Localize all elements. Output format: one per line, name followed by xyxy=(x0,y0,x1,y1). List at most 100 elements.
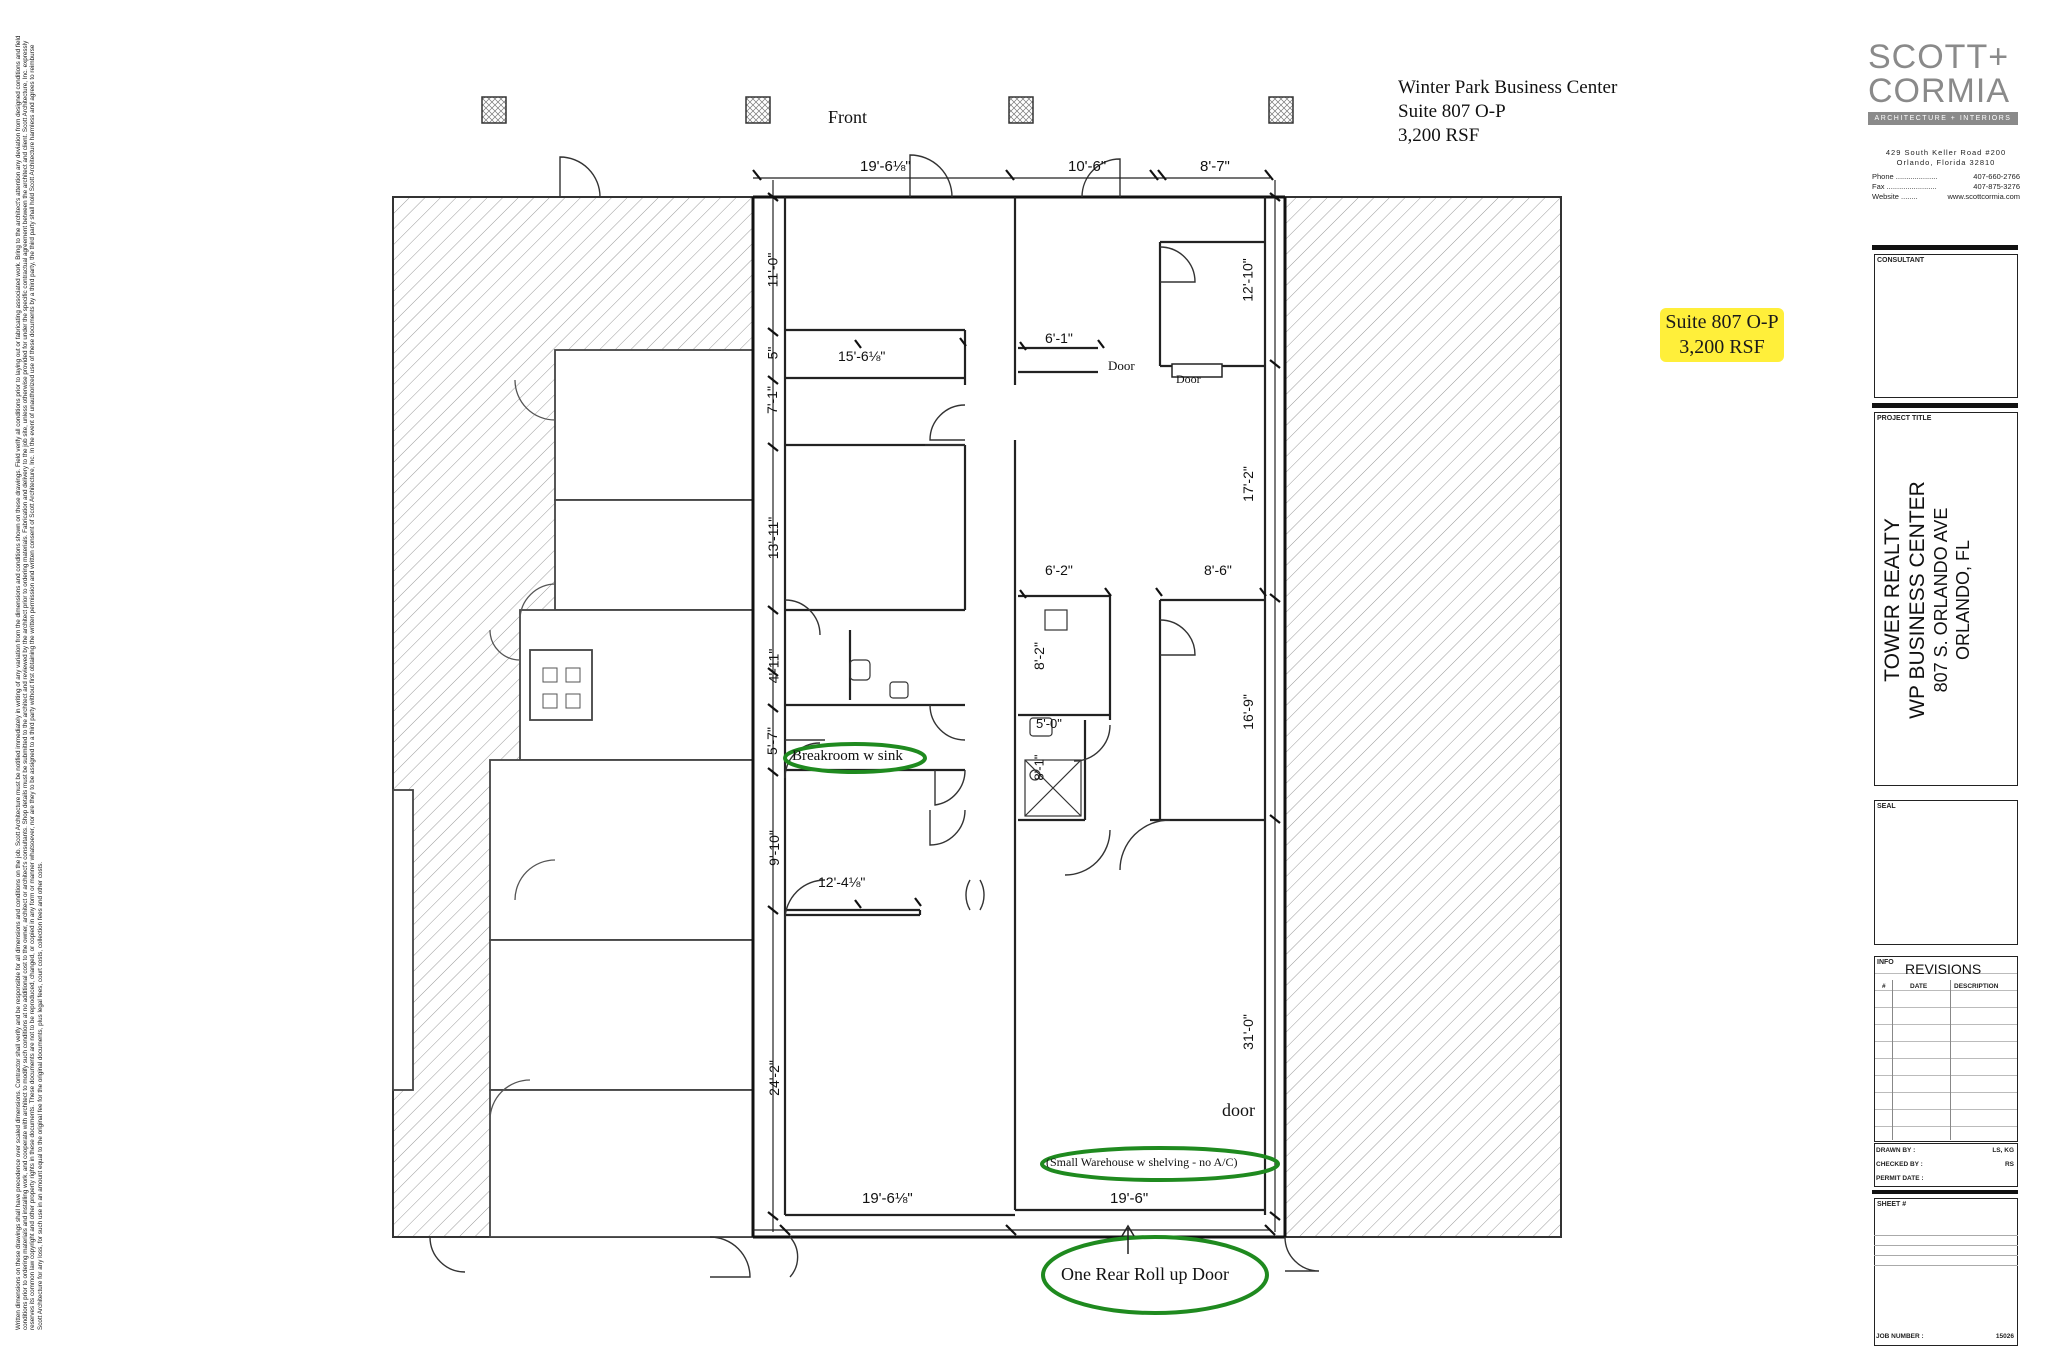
drawn-checked-box xyxy=(1874,1143,2018,1187)
seal-box xyxy=(1874,800,2018,945)
dim-right-4: 31'-0" xyxy=(1239,1014,1256,1050)
seal-label: SEAL xyxy=(1877,803,1896,810)
logo-line-1: SCOTT+ xyxy=(1868,38,2010,76)
dim-room-1: 15'-6⅛" xyxy=(838,348,886,364)
drawn-by-row: DRAWN BY : LS, KG xyxy=(1876,1147,2014,1154)
project-header: Winter Park Business Center Suite 807 O-… xyxy=(1398,76,1617,148)
dim-room-5: 12'-4⅛" xyxy=(818,874,866,890)
rev-col-divider-1 xyxy=(1892,980,1893,1140)
warehouse-oval xyxy=(1040,1146,1280,1182)
titleblock-rule-2 xyxy=(1872,403,2018,408)
project-title-label: PROJECT TITLE xyxy=(1877,415,1932,422)
dim-left-7: 9'-10" xyxy=(765,830,782,866)
job-number-label: JOB NUMBER : xyxy=(1876,1333,1924,1340)
breakroom-oval xyxy=(783,742,927,774)
checked-by-row: CHECKED BY : RS xyxy=(1876,1161,2014,1168)
titleblock-rule-1 xyxy=(1872,245,2018,250)
info-label: INFO xyxy=(1877,959,1894,966)
dim-left-4: 13'-11" xyxy=(765,516,782,560)
dim-room-4: 8'-6" xyxy=(1204,562,1232,578)
adjacent-tenant-right xyxy=(1284,196,1562,1238)
phone-value: 407-660-2766 xyxy=(1973,172,2020,181)
job-number-value: 15026 xyxy=(1995,1333,2014,1340)
fax-label: Fax ........................ xyxy=(1872,182,1937,191)
project-title-box xyxy=(1874,412,2018,786)
callout-rollup: One Rear Roll up Door xyxy=(1061,1264,1229,1284)
highlight-line-2: 3,200 RSF xyxy=(1679,336,1765,358)
project-title-text: TOWER REALTY WP BUSINESS CENTER 807 S. O… xyxy=(1880,480,2000,720)
suite-outline xyxy=(751,195,1287,1239)
phone-label: Phone .................... xyxy=(1872,172,1938,181)
drawn-by-label: DRAWN BY : xyxy=(1876,1147,1916,1154)
permit-date-label: PERMIT DATE : xyxy=(1876,1175,1924,1182)
dimension-ticks xyxy=(752,169,1281,1236)
dim-top-right: 8'-7" xyxy=(1200,158,1230,175)
firm-logo: SCOTT+ CORMIA ARCHITECTURE + INTERIORS xyxy=(1868,40,2018,125)
project-line-2: WP BUSINESS CENTER xyxy=(1906,481,1929,719)
rollup-arrow xyxy=(1121,1224,1135,1254)
job-number-row: JOB NUMBER : 15026 xyxy=(1876,1333,2014,1340)
door-swings xyxy=(429,154,1320,1278)
callout-breakroom: Breakroom w sink xyxy=(792,748,903,764)
plumbing-fixtures xyxy=(849,609,1082,817)
highlight-line-1: Suite 807 O-P xyxy=(1665,311,1779,333)
project-line-3: 807 S. ORLANDO AVE xyxy=(1931,507,1951,693)
dim-left-6: 5'-7" xyxy=(763,727,780,755)
logo-line-2: CORMIA xyxy=(1868,72,2010,110)
front-label: Front xyxy=(828,107,868,127)
dim-room-2: 6'-1" xyxy=(1045,330,1073,346)
suite-highlight: Suite 807 O-P 3,200 RSF xyxy=(1660,308,1784,362)
website-label: Website ........ xyxy=(1872,192,1918,201)
door-label-a: Door xyxy=(1108,358,1135,373)
dim-top-mid: 10'-6" xyxy=(1068,158,1107,175)
rollup-oval xyxy=(1041,1235,1269,1315)
sheet-rules xyxy=(1874,1226,2018,1266)
checked-by-label: CHECKED BY : xyxy=(1876,1161,1923,1168)
revisions-title: REVISIONS xyxy=(1905,961,1982,977)
dim-right-3: 16'-9" xyxy=(1239,694,1256,730)
drawn-by-value: LS, KG xyxy=(1992,1147,2014,1154)
dim-top-left: 19'-6⅛" xyxy=(860,158,911,175)
header-line-2: Suite 807 O-P xyxy=(1398,101,1506,122)
firm-address: 429 South Keller Road #200 Orlando, Flor… xyxy=(1872,148,2020,202)
dim-v-1: 8'-2" xyxy=(1030,642,1047,670)
rev-col-number: # xyxy=(1882,983,1886,990)
dim-left-1: 11'-0" xyxy=(764,252,781,288)
dim-v-3: 8'-1" xyxy=(1031,754,1047,781)
dim-left-3: 7'-1" xyxy=(763,386,780,414)
dim-bottom-right: 19'-6" xyxy=(1110,1190,1149,1207)
header-line-3: 3,200 RSF xyxy=(1398,125,1480,146)
sheet-box xyxy=(1874,1198,2018,1346)
callout-warehouse: (Small Warehouse w shelving - no A/C) xyxy=(1046,1155,1238,1169)
website-value: www.scottcormia.com xyxy=(1947,192,2020,201)
header-line-1: Winter Park Business Center xyxy=(1398,77,1618,98)
dim-bottom-left: 19'-6⅛" xyxy=(862,1190,913,1207)
titleblock-rule-3 xyxy=(1872,1190,2018,1194)
door-marker-b xyxy=(1171,363,1223,378)
address-line-1: 429 South Keller Road #200 xyxy=(1885,148,2007,157)
door-label-b: Door xyxy=(1176,372,1201,386)
dim-left-8: 24'-2" xyxy=(765,1060,782,1096)
dim-right-1: 12'-10" xyxy=(1239,258,1256,302)
dim-v-2: 5'-0" xyxy=(1036,716,1062,731)
dim-room-3: 6'-2" xyxy=(1045,562,1073,578)
dim-left-5: 4'-11" xyxy=(765,648,782,684)
door-label-c: door xyxy=(1222,1100,1255,1120)
checked-by-value: RS xyxy=(2004,1161,2014,1168)
project-line-1: TOWER REALTY xyxy=(1881,518,1904,682)
rev-col-date: DATE xyxy=(1910,983,1928,990)
callout-ovals xyxy=(783,742,1280,1315)
revisions-box xyxy=(1874,956,2018,1142)
permit-date-row: PERMIT DATE : xyxy=(1876,1175,2014,1182)
consultant-box xyxy=(1874,254,2018,398)
dim-left-2: 5" xyxy=(764,346,781,360)
consultant-label: CONSULTANT xyxy=(1877,257,1925,264)
rev-col-divider-2 xyxy=(1950,980,1951,1140)
project-line-4: ORLANDO, FL xyxy=(1953,539,1973,661)
address-line-2: Orlando, Florida 32810 xyxy=(1896,158,1996,167)
rev-col-description: DESCRIPTION xyxy=(1954,983,1999,990)
column-markers xyxy=(481,96,1294,124)
dim-right-2: 17'-2" xyxy=(1239,466,1256,502)
adjacent-tenant-left xyxy=(392,196,754,1238)
